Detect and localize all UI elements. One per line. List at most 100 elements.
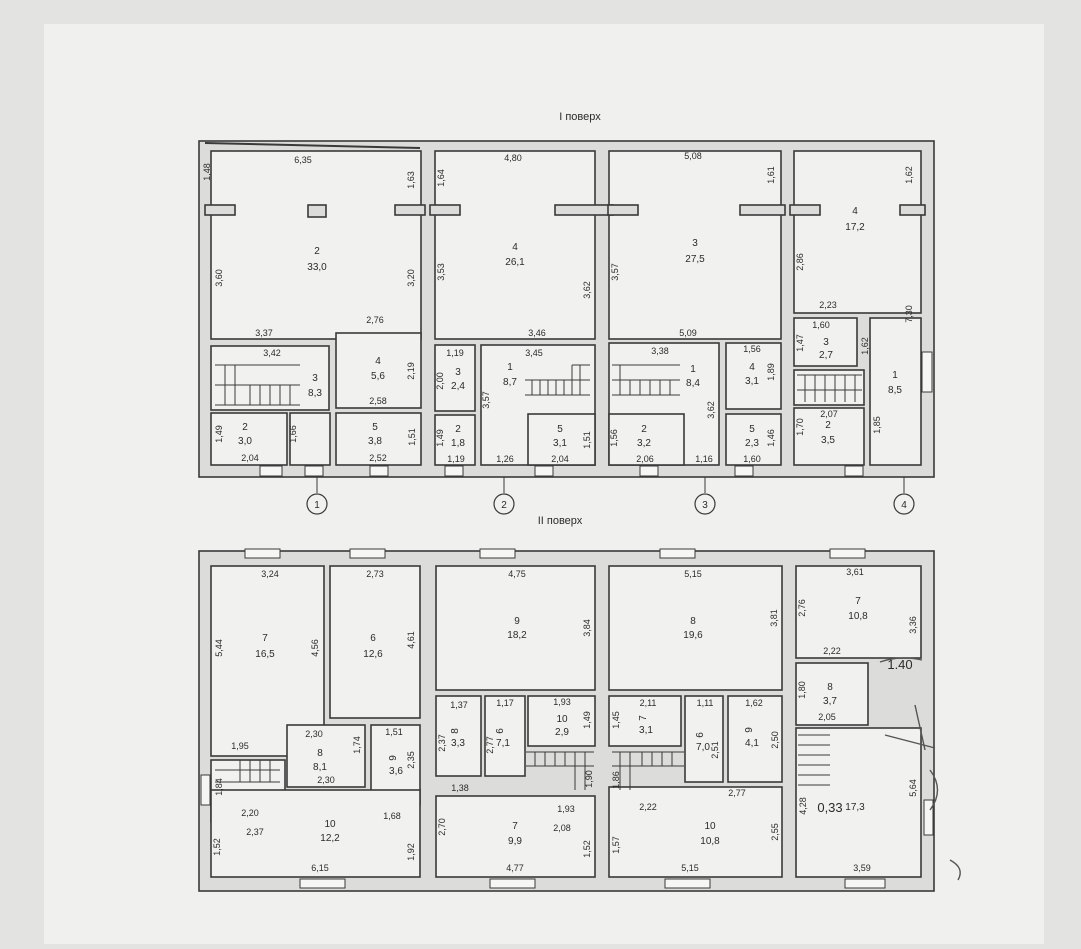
room-area: 3,1 (745, 376, 759, 387)
dimension: 3,36 (908, 616, 918, 634)
dimension: 1,47 (795, 334, 805, 352)
room-number: 4 (375, 356, 381, 367)
dimension: 3,84 (582, 619, 592, 637)
dimension: 1,61 (766, 166, 776, 184)
dimension: 1,90 (584, 770, 594, 788)
dimension: 2,30 (305, 729, 323, 739)
dimension: 1,62 (904, 166, 914, 184)
handwritten-notes: 1.40 0,33 (817, 657, 961, 881)
room-area: 17,3 (845, 802, 865, 813)
room-area: 16,5 (255, 649, 275, 660)
room-number: 4 (852, 206, 858, 217)
room-area: 8,5 (888, 385, 902, 396)
room-area: 1,8 (451, 438, 465, 449)
dimension: 3,53 (436, 263, 446, 281)
svg-text:3: 3 (702, 500, 708, 511)
room-area: 17,2 (845, 222, 865, 233)
dimension: 2,04 (241, 453, 259, 463)
dimension: 1,19 (446, 348, 464, 358)
floor-2-dimensions: 3,24 2,73 5,44 4,56 4,61 2,30 1,95 1,74 … (212, 567, 918, 873)
dimension: 1,52 (212, 838, 222, 856)
room-number: 1 (507, 362, 513, 373)
dimension: 1,93 (557, 804, 575, 814)
room-area: 3,5 (821, 435, 835, 446)
room-number: 9 (388, 755, 399, 761)
room-area: 3,1 (639, 725, 653, 736)
room-area: 8,3 (308, 388, 322, 399)
dimension: 1,85 (872, 416, 882, 434)
dimension: 1,51 (582, 431, 592, 449)
dimension: 1,49 (582, 711, 592, 729)
room-area: 8,7 (503, 377, 517, 388)
room-area: 12,6 (363, 649, 383, 660)
dimension: 2,77 (728, 788, 746, 798)
dimension: 3,62 (582, 281, 592, 299)
dimension: 3,46 (528, 328, 546, 338)
floor-1-title: I поверх (559, 111, 601, 123)
dimension: 4,77 (506, 863, 524, 873)
room-number: 2 (455, 424, 461, 435)
room-area: 7,1 (496, 738, 510, 749)
dimension: 2,11 (640, 698, 657, 708)
dimension: 1,66 (288, 425, 298, 443)
axis-markers: 1 2 3 4 (306, 477, 915, 515)
dimension: 1,92 (406, 843, 416, 861)
room-area: 3,6 (389, 766, 403, 777)
svg-text:1: 1 (314, 500, 320, 511)
dimension: 1,63 (406, 171, 416, 189)
staircase-4 (797, 374, 862, 402)
room-number: 8 (317, 748, 323, 759)
dimension: 3,38 (651, 346, 669, 356)
dimension: 4,61 (406, 631, 416, 649)
room-area: 3,7 (823, 696, 837, 707)
room-number: 2 (242, 422, 248, 433)
dimension: 1,62 (860, 337, 870, 355)
dimension: 1,86 (611, 771, 621, 789)
svg-text:2: 2 (501, 500, 507, 511)
dimension: 1,93 (553, 697, 571, 707)
dimension: 2,52 (369, 453, 387, 463)
dimension: 3,60 (214, 269, 224, 287)
room-area: 2,7 (819, 350, 833, 361)
svg-text:4: 4 (901, 500, 907, 511)
dimension: 2,70 (437, 818, 447, 836)
dimension: 1,19 (447, 454, 465, 464)
floor-2-plan (198, 548, 935, 892)
dimension: 1,51 (407, 428, 417, 446)
dimension: 3,20 (406, 269, 416, 287)
room-area: 3,3 (451, 738, 465, 749)
staircase-2 (525, 364, 590, 396)
dimension: 5,15 (681, 863, 699, 873)
room-number: 3 (455, 367, 461, 378)
room-area: 12,2 (320, 833, 340, 844)
floor-1-dimensions: 6,35 1,48 1,63 3,60 3,20 3,37 2,76 3,42 … (202, 151, 914, 464)
dimension: 3,24 (261, 569, 279, 579)
dimension: 1,49 (214, 425, 224, 443)
dimension: 2,50 (770, 731, 780, 749)
room-area: 3,8 (368, 436, 382, 447)
room-area: 33,0 (307, 262, 327, 273)
dimension: 1,62 (745, 698, 763, 708)
room-1-a (210, 150, 422, 340)
dimension: 1,11 (697, 698, 714, 708)
room-1-b (434, 150, 596, 340)
staircase-3 (612, 364, 680, 396)
dimension: 3,45 (525, 348, 543, 358)
room-area: 2,3 (745, 438, 759, 449)
dimension: 1,68 (383, 811, 401, 821)
dimension: 1,74 (352, 736, 362, 754)
dimension: 2,86 (795, 253, 805, 271)
dimension: 2,08 (553, 823, 571, 833)
room-number: 3 (823, 337, 829, 348)
dimension: 1,46 (766, 429, 776, 447)
room-area: 18,2 (507, 630, 527, 641)
room-area: 19,6 (683, 630, 703, 641)
dimension: 2,22 (823, 646, 841, 656)
handwritten-note: 1.40 (887, 657, 912, 672)
room-area: 8,4 (686, 378, 700, 389)
dimension: 2,76 (797, 599, 807, 617)
room-number: 6 (695, 732, 706, 738)
floor-2-room-labels: 7 16,5 6 12,6 9 18,2 8 19,6 7 10,8 8 8,1… (255, 596, 868, 847)
dimension: 2,23 (819, 300, 837, 310)
